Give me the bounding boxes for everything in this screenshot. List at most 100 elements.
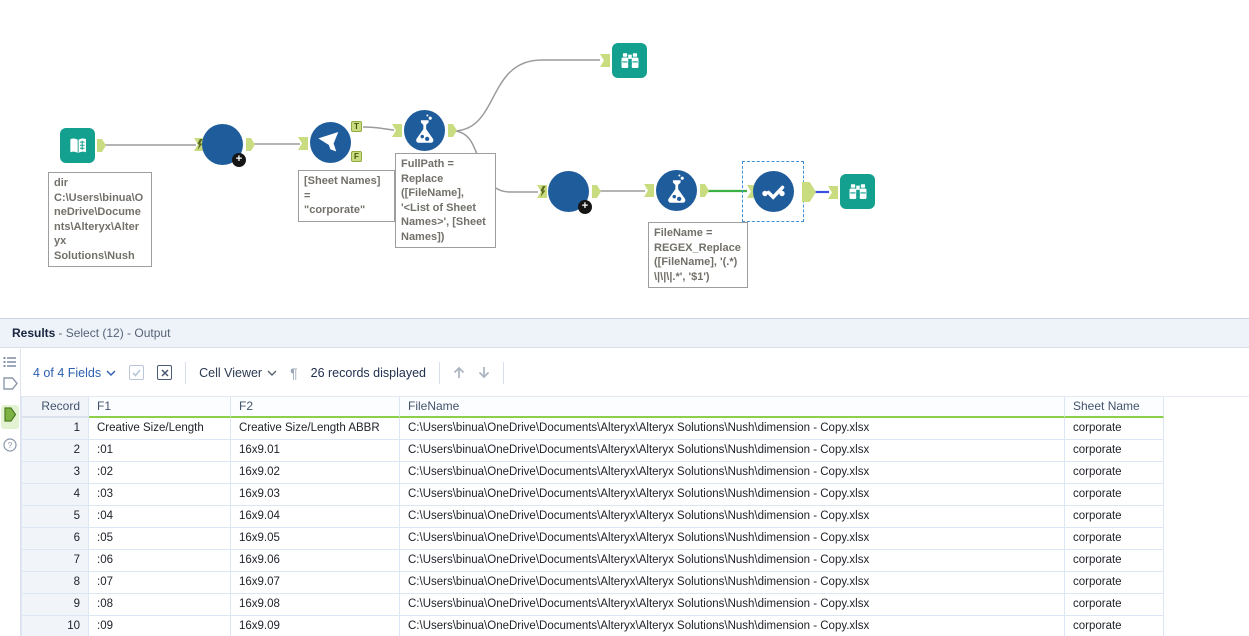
anchor-outline-icon[interactable] bbox=[2, 377, 18, 390]
cell-sheetname: corporate bbox=[1065, 462, 1164, 484]
cell-f1: :07 bbox=[89, 572, 231, 594]
records-displayed-label: 26 records displayed bbox=[310, 365, 426, 380]
formula2-input-anchor[interactable] bbox=[644, 184, 654, 197]
arrow-down-icon[interactable] bbox=[478, 366, 490, 379]
filter-tool[interactable] bbox=[310, 122, 351, 163]
cell-filename: C:\Users\binua\OneDrive\Documents\Altery… bbox=[400, 616, 1065, 636]
selected-anchor-indicator[interactable] bbox=[1, 405, 19, 429]
filter-false-anchor[interactable]: F bbox=[351, 151, 362, 162]
column-header-sheetname[interactable]: Sheet Name bbox=[1065, 397, 1164, 418]
filter-true-anchor[interactable]: T bbox=[351, 121, 362, 132]
directory-output-anchor[interactable] bbox=[97, 139, 106, 152]
anchor-label-f: F bbox=[354, 152, 359, 161]
macro-plus-badge-icon: + bbox=[578, 200, 592, 214]
arrow-up-icon[interactable] bbox=[453, 366, 465, 379]
connection-formula1-browse1[interactable] bbox=[452, 59, 600, 132]
formula1-tool[interactable] bbox=[404, 110, 445, 151]
cell-f1: Creative Size/Length bbox=[89, 418, 231, 440]
cell-sheetname: corporate bbox=[1065, 484, 1164, 506]
annotation-formula1[interactable]: FullPath = Replace ([FileName], '<List o… bbox=[395, 153, 496, 249]
fields-label: 4 of 4 Fields bbox=[33, 365, 102, 380]
formula2-output-anchor[interactable] bbox=[700, 184, 709, 197]
macro2-tool[interactable]: + bbox=[548, 171, 592, 214]
cell-f2: 16x9.08 bbox=[231, 594, 400, 616]
fields-dropdown[interactable]: 4 of 4 Fields bbox=[33, 366, 116, 380]
cell-f2: 16x9.05 bbox=[231, 528, 400, 550]
whitespace-toggle-icon[interactable]: ¶ bbox=[290, 364, 298, 381]
cell-viewer-dropdown[interactable]: Cell Viewer bbox=[199, 366, 277, 380]
column-header-filename[interactable]: FileName bbox=[400, 397, 1065, 418]
macro1-tool[interactable]: + bbox=[202, 124, 246, 167]
cell-sheetname: corporate bbox=[1065, 594, 1164, 616]
chevron-down-icon bbox=[106, 370, 116, 376]
svg-text:?: ? bbox=[8, 440, 13, 450]
directory-icon bbox=[69, 137, 86, 153]
cell-sheetname: corporate bbox=[1065, 528, 1164, 550]
directory-tool[interactable] bbox=[60, 128, 95, 163]
browse2-tool[interactable] bbox=[840, 174, 875, 209]
macro1-output-anchor[interactable] bbox=[246, 138, 255, 151]
cell-record: 3 bbox=[21, 462, 89, 484]
cell-f2: Creative Size/Length ABBR bbox=[231, 418, 400, 440]
browse1-input-anchor[interactable] bbox=[600, 54, 610, 67]
select-tool[interactable] bbox=[753, 171, 794, 212]
results-toolbar: 4 of 4 Fields Cell Viewer ¶ 26 records d… bbox=[21, 349, 1249, 397]
select-all-checkbox-icon[interactable] bbox=[129, 365, 145, 380]
cell-record: 4 bbox=[21, 484, 89, 506]
formula2-tool[interactable] bbox=[656, 170, 697, 211]
annotation-formula2[interactable]: FileName = REGEX_Replace ([FileName], '(… bbox=[648, 222, 748, 289]
toolbar-divider bbox=[438, 361, 440, 384]
cell-f2: 16x9.09 bbox=[231, 616, 400, 636]
select-input-anchor[interactable] bbox=[747, 185, 757, 198]
lightning-icon bbox=[540, 186, 546, 197]
connection-filter-formula1[interactable] bbox=[362, 126, 395, 131]
deselect-all-icon[interactable] bbox=[157, 365, 173, 380]
cell-f2: 16x9.06 bbox=[231, 550, 400, 572]
cell-f2: 16x9.02 bbox=[231, 462, 400, 484]
toolbar-divider bbox=[185, 361, 187, 384]
cell-f2: 16x9.03 bbox=[231, 484, 400, 506]
column-header-record[interactable]: Record bbox=[21, 397, 89, 418]
cell-f2: 16x9.07 bbox=[231, 572, 400, 594]
help-icon[interactable]: ? bbox=[3, 438, 17, 452]
cell-record: 9 bbox=[21, 594, 89, 616]
browse2-input-anchor[interactable] bbox=[828, 186, 838, 199]
green-anchor-icon bbox=[4, 407, 17, 422]
macro2-input-anchor[interactable] bbox=[537, 185, 547, 198]
macro2-output-anchor[interactable] bbox=[592, 185, 601, 198]
browse-binoculars-icon bbox=[849, 183, 866, 199]
toolbar-divider bbox=[502, 361, 504, 384]
column-header-f2[interactable]: F2 bbox=[231, 397, 400, 418]
browse1-tool[interactable] bbox=[612, 43, 647, 78]
formula1-output-anchor[interactable] bbox=[448, 124, 457, 137]
results-panel: Results - Select (12) - Output ? bbox=[0, 318, 1249, 636]
cell-sheetname: corporate bbox=[1065, 572, 1164, 594]
select-output-anchor[interactable] bbox=[802, 182, 816, 202]
column-header-f1[interactable]: F1 bbox=[89, 397, 231, 418]
filter-input-anchor[interactable] bbox=[298, 137, 308, 150]
macro1-input-anchor[interactable] bbox=[194, 138, 204, 151]
annotation-filter[interactable]: [Sheet Names] = "corporate" bbox=[298, 170, 395, 222]
formula1-input-anchor[interactable] bbox=[392, 124, 402, 137]
cell-filename: C:\Users\binua\OneDrive\Documents\Altery… bbox=[400, 484, 1065, 506]
annotation-directory[interactable]: dir C:\Users\binua\O neDrive\Docume nts\… bbox=[48, 172, 152, 268]
cell-f2: 16x9.04 bbox=[231, 506, 400, 528]
cell-filename: C:\Users\binua\OneDrive\Documents\Altery… bbox=[400, 550, 1065, 572]
formula-flask-icon bbox=[668, 174, 686, 203]
list-view-icon[interactable] bbox=[3, 356, 17, 368]
workflow-canvas[interactable]: + T F + bbox=[0, 0, 1249, 318]
results-left-strip: ? bbox=[0, 349, 21, 636]
cell-f1: :02 bbox=[89, 462, 231, 484]
cell-record: 5 bbox=[21, 506, 89, 528]
cell-sheetname: corporate bbox=[1065, 550, 1164, 572]
